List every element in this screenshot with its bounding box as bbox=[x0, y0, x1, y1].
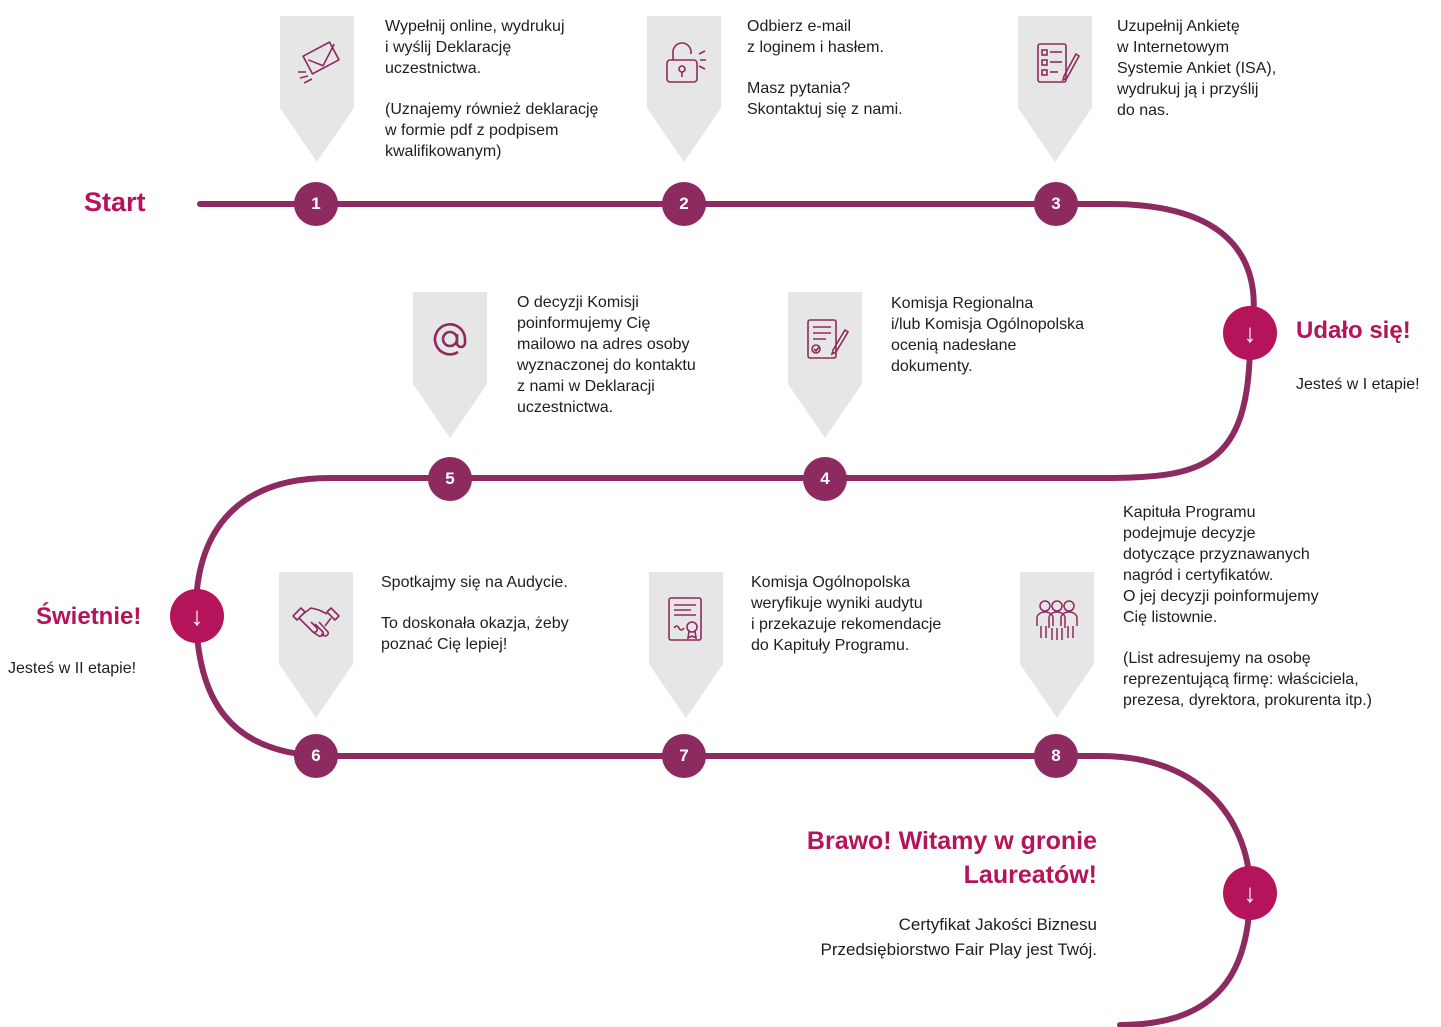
milestone-1-title: Udało się! bbox=[1296, 317, 1411, 344]
step-2-paragraph-1: Odbierz e-mail z loginem i hasłem. bbox=[747, 18, 884, 56]
milestone-1-subtitle: Jesteś w I etapie! bbox=[1296, 376, 1420, 393]
step-7-badge: 7 bbox=[662, 734, 706, 778]
step-1-paragraph-1: Wypełnij online, wydrukuj i wyślij Dekla… bbox=[385, 18, 565, 77]
arrow-down-icon: ↓ bbox=[1223, 866, 1277, 920]
step-5-badge: 5 bbox=[428, 457, 472, 501]
milestone-2-title: Świetnie! bbox=[36, 603, 142, 630]
step-2-badge: 2 bbox=[662, 182, 706, 226]
step-6-text: Spotkajmy się na Audycie. To doskonała o… bbox=[381, 572, 569, 655]
step-3-paragraph-1: Uzupełnij Ankietę w Internetowym Systemi… bbox=[1117, 18, 1277, 119]
signed-document-icon bbox=[807, 319, 850, 359]
step-5-paragraph-1: O decyzji Komisji poinformujemy Cię mail… bbox=[517, 294, 696, 416]
group-of-people-icon bbox=[1036, 600, 1078, 640]
step-5-marker bbox=[411, 292, 489, 438]
step-1-paragraph-2: (Uznajemy również deklarację w formie pd… bbox=[385, 101, 599, 160]
step-8-badge: 8 bbox=[1034, 734, 1078, 778]
envelope-icon bbox=[298, 41, 340, 84]
step-2-paragraph-2: Masz pytania? Skontaktuj się z nami. bbox=[747, 80, 903, 118]
handshake-icon bbox=[292, 607, 340, 638]
step-1-text: Wypełnij online, wydrukuj i wyślij Dekla… bbox=[385, 16, 598, 162]
step-2-marker bbox=[645, 16, 723, 162]
step-5-text: O decyzji Komisji poinformujemy Cię mail… bbox=[517, 292, 696, 418]
step-6-marker bbox=[277, 572, 355, 718]
milestone-3-subtitle: Certyfikat Jakości Biznesu Przedsiębiors… bbox=[820, 915, 1097, 959]
step-8-paragraph-1: Kapituła Programu podejmuje decyzje doty… bbox=[1123, 504, 1319, 626]
step-1-badge: 1 bbox=[294, 182, 338, 226]
step-4-marker bbox=[786, 292, 864, 438]
step-1-marker bbox=[278, 16, 356, 162]
start-label: Start bbox=[84, 187, 146, 217]
milestone-3-title: Brawo! Witamy w gronie Laureatów! bbox=[806, 827, 1097, 889]
step-4-text: Komisja Regionalna i/lub Komisja Ogólnop… bbox=[891, 293, 1084, 377]
arrow-down-icon: ↓ bbox=[1223, 306, 1277, 360]
step-4-badge: 4 bbox=[803, 457, 847, 501]
step-6-paragraph-1: Spotkajmy się na Audycie. bbox=[381, 574, 568, 591]
step-3-text: Uzupełnij Ankietę w Internetowym Systemi… bbox=[1117, 16, 1276, 121]
certificate-icon bbox=[668, 597, 702, 641]
at-sign-icon bbox=[433, 323, 467, 356]
padlock-icon bbox=[666, 42, 706, 83]
step-8-marker bbox=[1018, 572, 1096, 718]
step-7-paragraph-1: Komisja Ogólnopolska weryfikuje wyniki a… bbox=[751, 574, 942, 654]
step-8-paragraph-2: (List adresujemy na osobę reprezentującą… bbox=[1123, 650, 1373, 709]
step-6-paragraph-2: To doskonała okazja, żeby poznać Cię lep… bbox=[381, 615, 569, 653]
step-4-paragraph-1: Komisja Regionalna i/lub Komisja Ogólnop… bbox=[891, 295, 1084, 375]
step-7-text: Komisja Ogólnopolska weryfikuje wyniki a… bbox=[751, 572, 941, 656]
arrow-down-icon: ↓ bbox=[170, 589, 224, 643]
step-8-text: Kapituła Programu podejmuje decyzje doty… bbox=[1123, 502, 1372, 711]
milestone-2-subtitle: Jesteś w II etapie! bbox=[8, 660, 137, 677]
survey-form-icon bbox=[1037, 43, 1080, 83]
step-6-badge: 6 bbox=[294, 734, 338, 778]
step-3-badge: 3 bbox=[1034, 182, 1078, 226]
step-7-marker bbox=[647, 572, 725, 718]
step-3-marker bbox=[1016, 16, 1094, 162]
step-2-text: Odbierz e-mail z loginem i hasłem. Masz … bbox=[747, 16, 903, 120]
